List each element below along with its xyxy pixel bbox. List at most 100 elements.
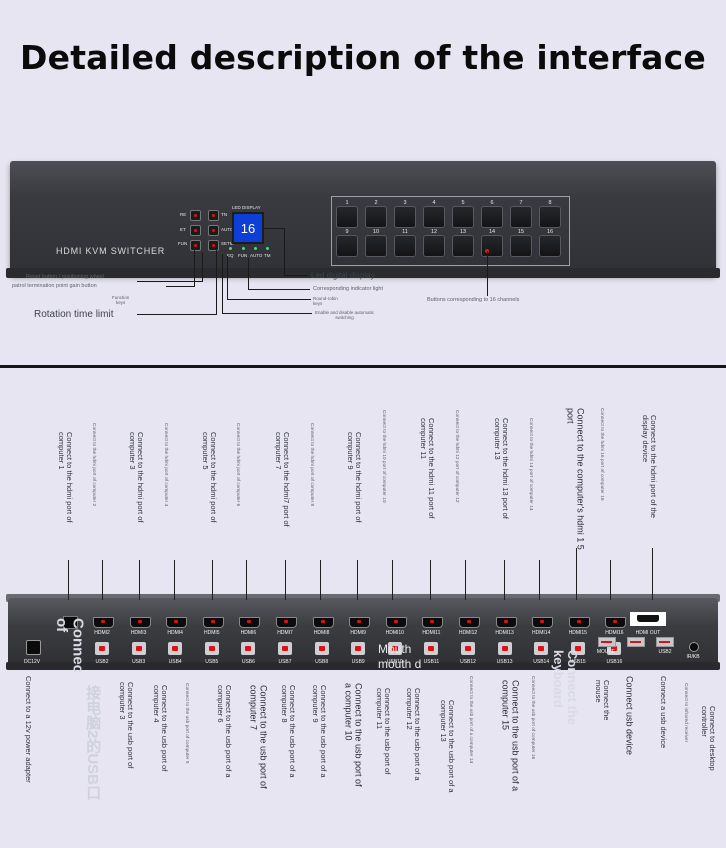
hdmi-port-label: HDMI13: [495, 630, 514, 636]
channel-key-3-button[interactable]: [395, 207, 415, 227]
leader-line: [652, 548, 653, 600]
usb-port-label: USB8: [315, 659, 329, 665]
channel-key-5-button[interactable]: [453, 207, 473, 227]
btn-label-re: RE: [180, 212, 187, 217]
leader-line: [216, 250, 217, 315]
usb-port-label: USB13: [496, 659, 513, 665]
channel-key-11-button[interactable]: [395, 236, 415, 256]
auto-button[interactable]: [208, 225, 219, 236]
leader-line: [137, 314, 217, 315]
hdmi-port-11[interactable]: [422, 617, 444, 628]
indicator-auto-label: AUTO: [250, 253, 263, 258]
usb-port-10[interactable]: [387, 642, 402, 655]
overlay-keyboard: Connect the keyboard: [551, 650, 581, 726]
hdmi-port-10[interactable]: [385, 617, 407, 628]
bottom-label: Connect to the usb port of computer 5: [184, 683, 190, 764]
channel-key-6-button[interactable]: [482, 207, 502, 227]
channel-key-14-button[interactable]: [482, 236, 502, 256]
channel-key-12-button[interactable]: [424, 236, 444, 256]
bottom-label: Connect to the usb port of a computer 9: [311, 685, 329, 778]
usb-port-12[interactable]: [461, 642, 475, 655]
setm-button[interactable]: [208, 240, 219, 251]
hdmi-port-8[interactable]: [312, 617, 334, 628]
hdmi-port-7[interactable]: [276, 617, 297, 628]
leader-line: [248, 289, 310, 290]
usb-port-11[interactable]: [424, 642, 439, 655]
reset-button[interactable]: [190, 210, 201, 221]
usb-port-label: USB4: [168, 659, 182, 665]
leader-line: [576, 548, 577, 600]
channel-key-number: 16: [546, 229, 554, 235]
hdmi-port-16[interactable]: [605, 617, 627, 628]
hdmi-port-12[interactable]: [459, 617, 480, 628]
hdmi-port-label: HDMI16: [605, 630, 624, 636]
usb-port-14[interactable]: [534, 642, 549, 655]
usb-port-15[interactable]: [570, 642, 585, 655]
function-button[interactable]: [190, 240, 201, 251]
leader-line: [202, 252, 203, 282]
channel-key-16-button[interactable]: [540, 236, 560, 256]
bottom-label: Connect usb device: [624, 676, 635, 756]
top-label: Connect to the hdmi 12 port of computer …: [454, 410, 460, 503]
usb-port-2[interactable]: [95, 642, 109, 655]
hdmi-port-6[interactable]: [239, 617, 261, 628]
channel-key-9-button[interactable]: [337, 236, 357, 256]
bottom-label: Connect to the usb port of a computer 14: [468, 676, 474, 764]
indicator-auto-light: [254, 247, 257, 250]
bottom-label: Connect to the usb port of a computer 12: [405, 688, 423, 781]
mouse-usb-port[interactable]: [598, 637, 616, 647]
hdmi-port-14[interactable]: [532, 617, 554, 628]
hdmi-port-13[interactable]: [495, 617, 517, 628]
usb-port-7[interactable]: [278, 642, 292, 655]
bottom-label: Connect to the usb port of a computer 13: [439, 700, 457, 793]
top-label: Connect to the hdmi port of computer 2: [91, 423, 97, 507]
channel-key-4-button[interactable]: [424, 207, 444, 227]
hdmi-port-label: HDMI3: [130, 630, 147, 636]
leader-line: [102, 560, 103, 600]
usb-device-port-2[interactable]: [656, 637, 674, 647]
leader-line: [166, 286, 194, 287]
channel-key-2-button[interactable]: [366, 207, 386, 227]
indicator-eq-light: [229, 247, 232, 250]
hdmi-port-15[interactable]: [568, 617, 590, 628]
usb-device-port[interactable]: [627, 637, 645, 647]
hdmi-port-5[interactable]: [202, 617, 224, 628]
hdmi-port-2[interactable]: [93, 617, 114, 628]
channel-key-13-button[interactable]: [453, 236, 473, 256]
hdmi-port-9[interactable]: [349, 617, 371, 628]
led-digital-display: 16: [232, 212, 264, 244]
channel-key-10-button[interactable]: [366, 236, 386, 256]
tn-button[interactable]: [208, 210, 219, 221]
et-button[interactable]: [190, 225, 201, 236]
channel-keys-frame: [331, 196, 570, 266]
usb-port-6[interactable]: [241, 642, 256, 655]
channel-key-number: 5: [461, 200, 465, 206]
channel-key-number: 15: [517, 229, 525, 235]
overlay-chinese: 接电脑2的USB口: [84, 685, 102, 801]
hdmi1-port[interactable]: [63, 616, 78, 629]
channel-key-1-button[interactable]: [337, 207, 357, 227]
leader-line: [465, 560, 466, 600]
usb-port-4[interactable]: [168, 642, 183, 655]
hdmi-port-3[interactable]: [129, 617, 151, 628]
channel-key-7-button[interactable]: [511, 207, 531, 227]
usb-port-5[interactable]: [204, 642, 219, 655]
ann-indicator-light: Corresponding indicator light: [313, 286, 384, 292]
top-label: Connect to the computer's hdmi 1 5 port: [565, 408, 586, 550]
dc-power-jack[interactable]: [26, 640, 41, 655]
leader-line: [222, 254, 223, 313]
hdmi-out-port[interactable]: [630, 612, 666, 626]
leader-line: [320, 560, 321, 600]
usb-port-8[interactable]: [314, 642, 329, 655]
leader-line: [392, 560, 393, 600]
usb-port-3[interactable]: [131, 642, 146, 655]
usb-port-label: USB10: [386, 659, 403, 665]
channel-key-number: 1: [345, 200, 349, 206]
hdmi-port-4[interactable]: [166, 617, 188, 628]
channel-key-8-button[interactable]: [540, 207, 560, 227]
usb-port-9[interactable]: [351, 642, 366, 655]
channel-key-15-button[interactable]: [511, 236, 531, 256]
ir-port[interactable]: [689, 642, 699, 652]
hdmi-port-label: HDMI15: [568, 630, 587, 636]
usb-port-13[interactable]: [497, 642, 512, 655]
